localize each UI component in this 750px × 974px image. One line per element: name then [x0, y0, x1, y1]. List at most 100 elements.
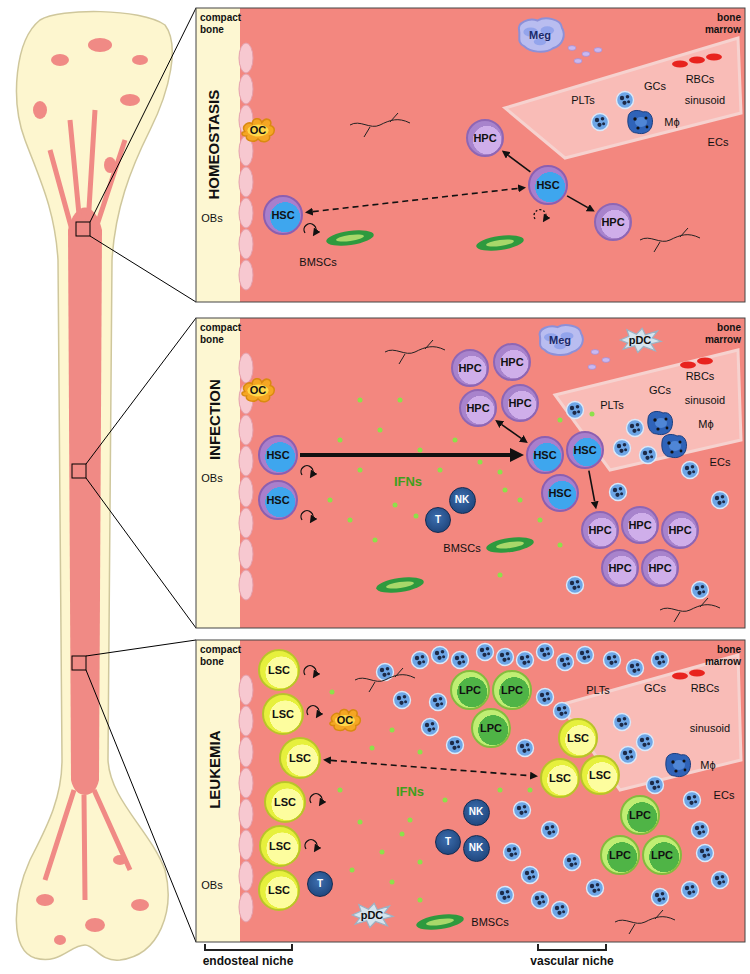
progenitor-cell: HPC [594, 203, 632, 241]
region-label: bone marrow [695, 12, 741, 35]
leukemic-progenitor-cell: LPC [471, 708, 511, 748]
progenitor-cell: HPC [451, 349, 489, 387]
leukemic-stem-cell: LSC [558, 718, 598, 758]
cell-name: LSC [549, 772, 571, 785]
progenitor-cell: HPC [493, 343, 531, 381]
sinusoid-vessel [505, 38, 741, 790]
cell-name: LSC [589, 769, 611, 782]
progenitor-cell: HPC [601, 549, 639, 587]
cell-name: Meg [549, 334, 571, 347]
dendritic-cell: pDC [350, 902, 394, 928]
trabecular-spaces [33, 38, 149, 945]
arrow-connector [313, 188, 518, 211]
cell-label: Mϕ [698, 418, 713, 431]
cell-name: LSC [269, 840, 291, 853]
stem-cell: HSC [541, 474, 579, 512]
cell-label: RBCs [686, 73, 715, 86]
leukemic-stem-cell: LSC [580, 755, 620, 795]
progenitor-cell: HPC [459, 389, 497, 427]
lymphocyte: T [425, 507, 451, 533]
arrow-connector [589, 471, 595, 502]
leukemic-progenitor-cell: LPC [642, 835, 682, 875]
cell-label: ECs [708, 136, 729, 149]
lymphocyte: T [435, 829, 461, 855]
marrow-cavity [68, 208, 102, 796]
region-label: compact bone [200, 644, 246, 667]
stem-cell: HSC [258, 435, 298, 475]
progenitor-cell: HPC [641, 549, 679, 587]
self-renewal-arrow [301, 210, 546, 849]
cell-label: ECs [710, 456, 731, 469]
cell-name: LPC [651, 849, 673, 862]
cell-name: NK [469, 806, 483, 818]
cell-label: BMSCs [443, 542, 480, 555]
osteoblast-layer [239, 43, 253, 922]
niche-label: vascular niche [530, 955, 613, 969]
cell-label: GCs [649, 384, 671, 397]
region-label: bone marrow [695, 322, 741, 345]
region-label: compact bone [200, 322, 246, 345]
cell-name: OC [337, 714, 354, 727]
cell-name: OC [250, 384, 267, 397]
cell-name: HPC [608, 562, 631, 575]
cell-name: HSC [533, 449, 556, 462]
cell-name: HSC [266, 494, 289, 507]
cell-name: LSC [274, 796, 296, 809]
cell-label: GCs [644, 682, 666, 695]
arrow-connector [331, 760, 530, 775]
leukemic-stem-cell: LSC [258, 869, 300, 911]
leukemic-stem-cell: LSC [540, 758, 580, 798]
progenitor-cell: HPC [501, 384, 539, 422]
cell-label: PLTs [571, 94, 595, 107]
cell-name: HPC [648, 562, 671, 575]
cell-name: NK [455, 494, 469, 506]
stem-cell: HSC [258, 480, 298, 520]
arrow-connector [508, 155, 530, 172]
cell-name: pDC [629, 334, 652, 347]
cell-name: T [445, 836, 451, 848]
panel-ground [196, 8, 745, 942]
progenitor-cell: HPC [621, 506, 659, 544]
leukemic-progenitor-cell: LPC [450, 670, 490, 710]
zoom-lines [72, 8, 196, 942]
cell-label: OBs [201, 212, 222, 225]
stem-cell: HSC [526, 436, 564, 474]
cell-label: RBCs [686, 370, 715, 383]
cell-label: GCs [644, 80, 666, 93]
cell-label: ECs [714, 789, 735, 802]
niche-bracket [205, 944, 606, 950]
infection-cells [328, 340, 729, 622]
cell-label: BMSCs [299, 256, 336, 269]
cell-name: pDC [361, 909, 384, 922]
cell-name: LSC [268, 884, 290, 897]
lymphocyte: NK [463, 835, 490, 862]
lymphocyte: NK [463, 799, 490, 826]
cell-label: OBs [201, 879, 222, 892]
cell-name: HPC [668, 524, 691, 537]
cell-name: HPC [466, 402, 489, 415]
cell-name: HPC [588, 524, 611, 537]
cell-label: PLTs [586, 684, 610, 697]
stem-cell: HSC [528, 165, 568, 205]
cell-name: LSC [567, 732, 589, 745]
cytokine-label: IFNs [394, 475, 422, 490]
panel-title: INFECTION [205, 380, 222, 461]
cell-label: OBs [201, 472, 222, 485]
cell-label: sinusoid [685, 94, 725, 107]
cell-name: LPC [480, 722, 502, 735]
cell-label: RBCs [691, 682, 720, 695]
cell-name: HSC [266, 449, 289, 462]
homeostasis-cells [325, 46, 722, 254]
niche-label: endosteal niche [203, 955, 294, 969]
leukemic-stem-cell: LSC [262, 693, 304, 735]
leukemia-cells [330, 644, 729, 935]
cell-name: Meg [529, 29, 551, 42]
progenitor-cell: HPC [466, 119, 504, 157]
cell-name: HPC [508, 397, 531, 410]
megakaryocyte: Meg [514, 16, 566, 54]
leukemic-stem-cell: LSC [264, 781, 306, 823]
trabecula [45, 110, 130, 900]
cell-name: HPC [458, 362, 481, 375]
leukemic-progenitor-cell: LPC [492, 670, 532, 710]
stem-cell: HSC [566, 431, 604, 469]
